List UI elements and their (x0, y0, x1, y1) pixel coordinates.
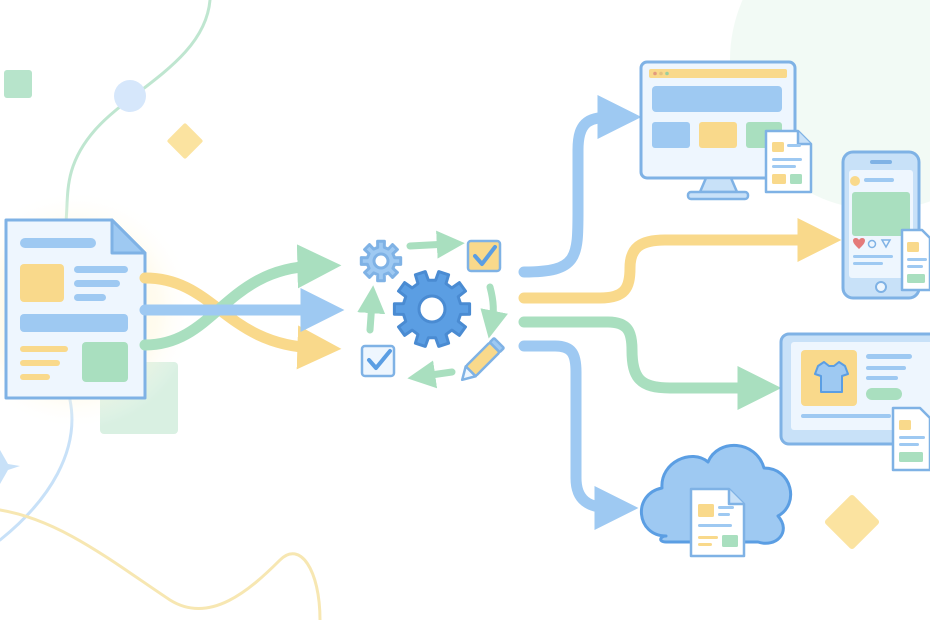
output-arrow-desktop (518, 95, 642, 278)
small-gear-icon (359, 239, 403, 283)
comment-icon (867, 239, 877, 249)
cycle-arrow-icon (357, 285, 386, 334)
tablet-buy-button (866, 388, 902, 400)
mobile-output (841, 150, 930, 300)
checkmark-icon (473, 245, 497, 266)
document-text-line (74, 280, 120, 287)
gear-hole (417, 294, 447, 324)
output-arrow-mobile (518, 218, 842, 304)
yellow-diamond-shape (167, 123, 203, 159)
input-arrows (139, 244, 345, 370)
checkmark-icon (367, 349, 392, 370)
output-arrow-tablet (518, 316, 782, 410)
document-image-block (20, 264, 64, 302)
cloud-output (639, 444, 793, 558)
gear-icon (392, 270, 472, 348)
document-icon (764, 129, 813, 194)
document-text-line (20, 346, 68, 352)
desktop-card (699, 122, 737, 148)
desktop-stand (698, 176, 739, 194)
squiggle-line-yellow (0, 508, 322, 620)
document-text-line (74, 294, 106, 301)
heart-icon (853, 238, 865, 249)
processing-hub (357, 230, 508, 389)
checkbox-icon (466, 239, 502, 273)
document-icon (900, 228, 930, 292)
desktop-output (639, 60, 813, 201)
checkbox-icon (360, 344, 396, 378)
document-banner-block (20, 314, 128, 332)
desktop-card (652, 122, 690, 148)
document-header-bar (20, 238, 96, 248)
document-text-line (20, 374, 50, 380)
cycle-arrow-icon (407, 360, 456, 389)
blue-circle-shape (114, 80, 146, 112)
gear-hole (372, 252, 390, 270)
yellow-diamond-shape-large (824, 494, 880, 550)
green-square-shape (4, 70, 32, 98)
document-icon (891, 406, 930, 472)
document-fold (110, 218, 147, 255)
desktop-base (686, 190, 750, 201)
smartphone-photo (852, 192, 910, 236)
document-text-line (20, 360, 60, 366)
cycle-arrow-icon (480, 283, 508, 339)
pencil-icon (460, 337, 505, 382)
source-document (0, 190, 195, 430)
output-arrow-cloud (518, 340, 639, 530)
desktop-banner (652, 86, 782, 112)
smartphone-home-button (875, 281, 887, 293)
tablet-output (779, 332, 930, 472)
desktop-toolbar (649, 69, 787, 78)
share-icon (880, 239, 892, 249)
tshirt-icon (814, 361, 849, 393)
document-icon (689, 487, 746, 558)
blue-star-shape (0, 450, 20, 484)
document-green-block (82, 342, 128, 382)
cycle-arrow-icon (406, 230, 465, 259)
output-arrows (518, 95, 842, 530)
document-text-line (74, 266, 128, 273)
